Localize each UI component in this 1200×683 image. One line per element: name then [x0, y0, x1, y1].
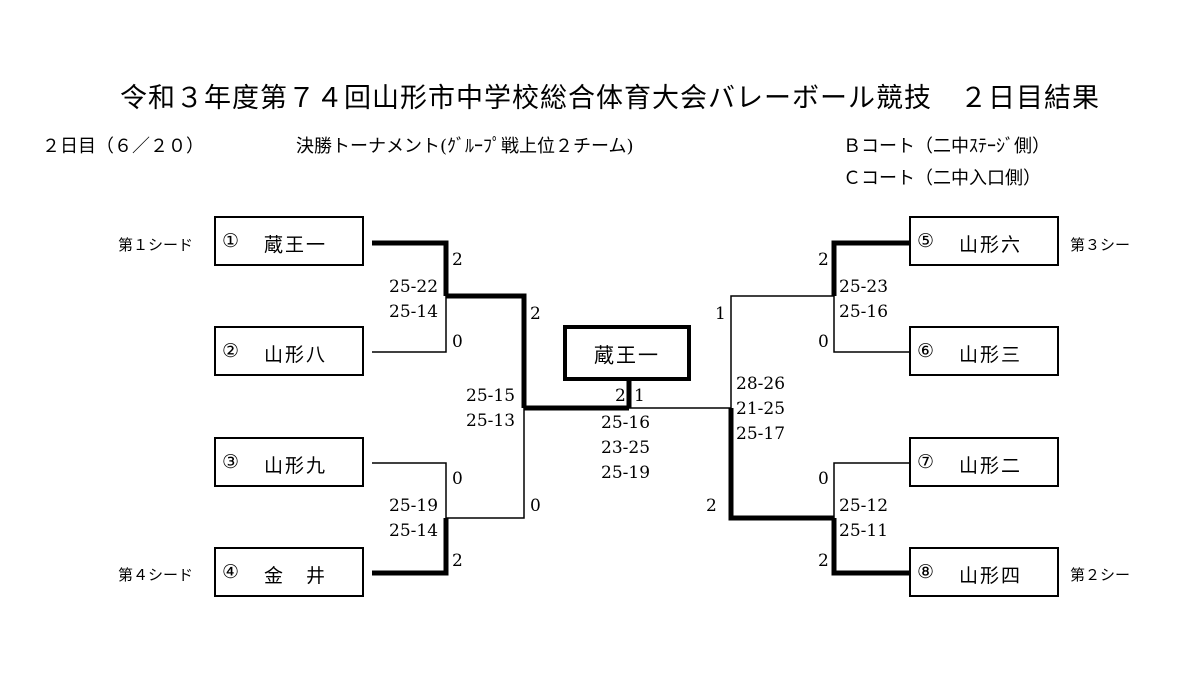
team-number: ①	[222, 230, 240, 252]
bracket-line-m4-winner	[831, 518, 909, 576]
final-left-sets: 2	[615, 386, 626, 406]
tournament-label: 決勝トーナメント(ｸﾞﾙｰﾌﾟ戦上位２チーム)	[296, 136, 634, 157]
semi-right-score-3: 25-17	[736, 424, 786, 444]
m2-score-1: 25-19	[389, 496, 439, 516]
bracket-line-m3-loser	[833, 296, 909, 353]
team-name: 金 井	[264, 565, 328, 587]
m3-top-sets: 2	[818, 250, 829, 270]
final-score-2: 23-25	[601, 438, 651, 458]
bracket-line-sr-loser	[730, 295, 834, 408]
m3-score-1: 25-23	[839, 277, 889, 297]
team-box-8: ⑧ 山形四	[909, 547, 1059, 597]
semi-left-bottom-sets: 0	[530, 496, 541, 516]
bracket-line-m3-winner	[831, 240, 909, 296]
final-right-sets: 1	[634, 386, 645, 406]
match-date: ２日目（６／２０）	[42, 136, 204, 157]
m2-bottom-sets: 2	[452, 551, 463, 571]
team-box-5: ⑤ 山形六	[909, 216, 1059, 266]
team-box-4: ④ 金 井	[214, 547, 364, 597]
final-score-3: 25-19	[601, 463, 651, 483]
m1-score-2: 25-14	[389, 302, 439, 322]
semi-right-top-sets: 1	[715, 304, 726, 324]
court-c-label: Ｃコート（二中入口側）	[843, 168, 1041, 189]
page-title: 令和３年度第７４回山形市中学校総合体育大会バレーボール競技 ２日目結果	[120, 83, 1100, 114]
team-number: ②	[222, 340, 240, 362]
m3-bottom-sets: 0	[818, 332, 829, 352]
team-box-6: ⑥ 山形三	[909, 326, 1059, 376]
semi-left-score-2: 25-13	[466, 411, 516, 431]
bracket-line-m2-winner	[372, 518, 449, 576]
m2-top-sets: 0	[452, 469, 463, 489]
bracket-line-m1-loser	[372, 296, 447, 353]
team-name: 山形四	[959, 565, 1023, 587]
team-box-7: ⑦ 山形二	[909, 437, 1059, 487]
semi-left-top-sets: 2	[530, 304, 541, 324]
seed-label-2: 第２シー	[1070, 566, 1131, 584]
m1-top-sets: 2	[452, 250, 463, 270]
semi-left-score-1: 25-15	[466, 386, 516, 406]
m4-score-2: 25-11	[839, 521, 889, 541]
team-name: 山形八	[264, 344, 328, 366]
m4-score-1: 25-12	[839, 496, 889, 516]
bracket-line-sl-winner	[446, 293, 527, 408]
m2-score-2: 25-14	[389, 521, 439, 541]
team-number: ③	[222, 451, 240, 473]
team-number: ⑦	[917, 451, 935, 473]
team-number: ⑥	[917, 340, 935, 362]
seed-label-3: 第３シー	[1070, 236, 1131, 254]
m4-bottom-sets: 2	[818, 551, 829, 571]
team-name: 山形二	[959, 455, 1023, 477]
m1-bottom-sets: 0	[452, 332, 463, 352]
team-box-2: ② 山形八	[214, 326, 364, 376]
semi-right-score-1: 28-26	[736, 374, 786, 394]
bracket-line-m2-loser	[372, 462, 447, 518]
team-box-3: ③ 山形九	[214, 437, 364, 487]
final-score-1: 25-16	[601, 413, 651, 433]
champion-box: 蔵王一	[563, 325, 691, 381]
seed-label-1: 第１シード	[118, 236, 194, 254]
team-number: ⑧	[917, 561, 935, 583]
team-number: ④	[222, 561, 240, 583]
semi-right-bottom-sets: 2	[706, 496, 717, 516]
team-name: 蔵王一	[264, 234, 328, 256]
m3-score-2: 25-16	[839, 302, 889, 322]
bracket-line-sl-loser	[446, 408, 525, 519]
seed-label-4: 第４シード	[118, 566, 194, 584]
team-number: ⑤	[917, 230, 935, 252]
m4-top-sets: 0	[818, 469, 829, 489]
bracket-line-sr-winner	[728, 408, 834, 521]
court-b-label: Ｂコート（二中ｽﾃｰｼﾞ側）	[843, 136, 1050, 157]
team-name: 山形九	[264, 455, 328, 477]
team-name: 山形三	[959, 344, 1023, 366]
m1-score-1: 25-22	[389, 277, 439, 297]
team-name: 山形六	[959, 234, 1023, 256]
bracket-line-m1-winner	[372, 240, 449, 296]
team-box-1: ① 蔵王一	[214, 216, 364, 266]
bracket-line-m4-loser	[833, 462, 909, 518]
semi-right-score-2: 21-25	[736, 399, 786, 419]
